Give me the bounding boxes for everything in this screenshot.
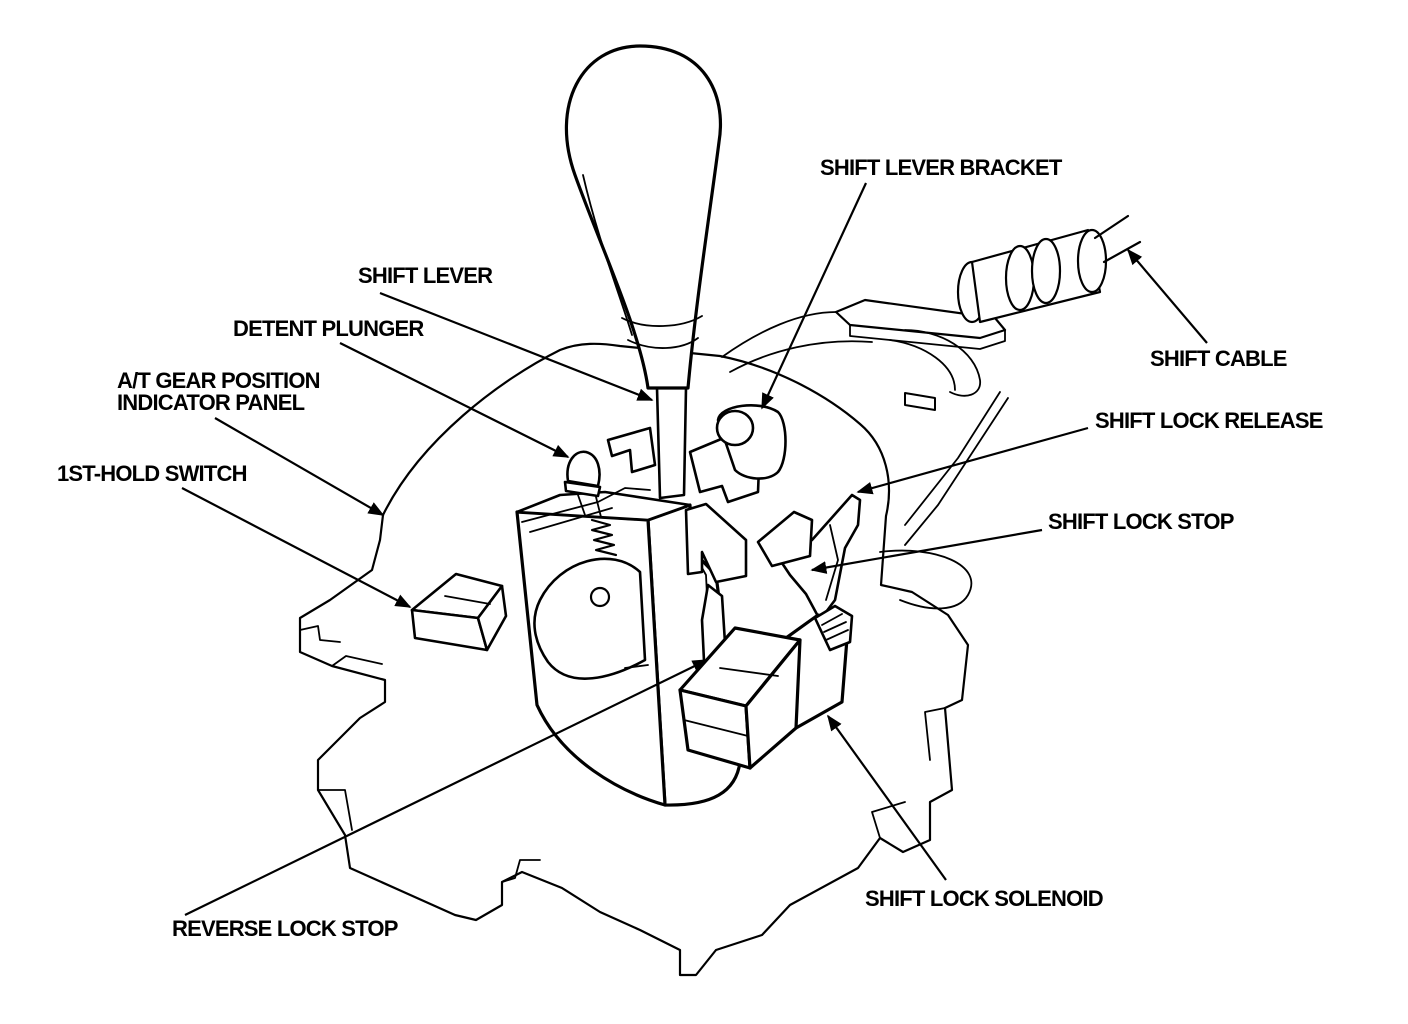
first-hold-switch [410,572,508,652]
leader-detent-plunger [339,342,570,458]
shift-lever [564,44,722,500]
shift-lever-bracket [715,404,787,480]
leader-shift-lock-solenoid [827,714,947,881]
label-gear-position-panel-line1: A/T GEAR POSITION [117,368,320,393]
leader-shift-lever-bracket [761,182,867,410]
label-shift-lock-solenoid: SHIFT LOCK SOLENOID [865,886,1103,911]
label-gear-position-panel-line2: INDICATOR PANEL [117,390,305,415]
shift-lock-stop [756,510,814,568]
label-shift-lever-bracket: SHIFT LEVER BRACKET [820,155,1063,180]
shift-lock-solenoid [678,604,854,770]
label-shift-lock-release: SHIFT LOCK RELEASE [1095,408,1323,433]
leader-gear-position-panel [214,417,385,516]
leader-first-hold-switch [181,487,412,608]
leader-lines [181,182,1208,916]
cable-bracket [834,298,1007,411]
shift-cable [1093,214,1142,264]
gate-cam-plate [533,557,649,680]
leader-shift-lever [379,291,654,402]
shift-lever-shaft [655,386,688,500]
label-reverse-lock-stop: REVERSE LOCK STOP [172,916,398,941]
label-detent-plunger: DETENT PLUNGER [233,316,424,341]
label-first-hold-switch: 1ST-HOLD SWITCH [57,461,247,486]
shift-knob [564,44,722,390]
leader-shift-cable [1126,248,1208,344]
leader-shift-lock-release [856,426,1089,495]
label-shift-lever: SHIFT LEVER [358,263,493,288]
leader-reverse-lock-stop [184,659,709,916]
callout-labels: SHIFT LEVER BRACKET SHIFT LEVER DETENT P… [57,155,1324,941]
shift-cable-end-fitting [956,228,1108,324]
label-shift-lock-stop: SHIFT LOCK STOP [1048,509,1234,534]
leader-shift-lock-stop [810,528,1043,574]
label-shift-cable: SHIFT CABLE [1150,346,1287,371]
detent-plunger [521,450,651,557]
shift-lock-release [778,493,862,622]
